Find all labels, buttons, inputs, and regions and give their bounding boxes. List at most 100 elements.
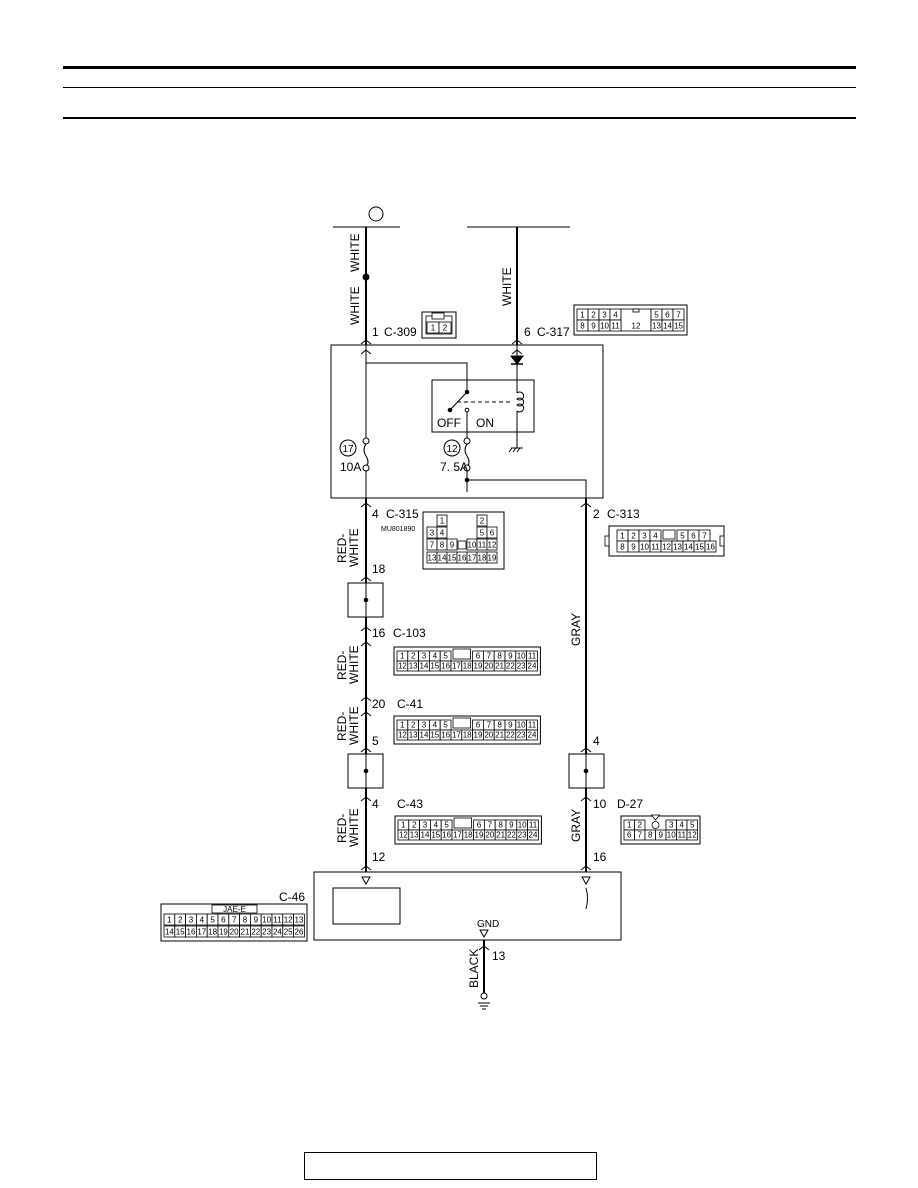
relay-coil — [516, 391, 525, 413]
c46-pin-16: 16 — [187, 928, 196, 937]
fuse-17-badge — [339, 439, 357, 457]
c317-pin-13: 13 — [652, 322, 661, 331]
d27-pin-11: 11 — [678, 831, 687, 840]
c315-pin-5: 5 — [480, 529, 485, 538]
c103-pin-14: 14 — [420, 662, 429, 671]
c103-pin-8: 8 — [497, 652, 502, 661]
c43-pin-20: 20 — [485, 831, 494, 840]
ecu-gnd-label: GND — [477, 919, 499, 930]
d27-pin-10: 10 — [667, 831, 676, 840]
c41-pin-4: 4 — [433, 721, 438, 730]
c313-pin-8: 8 — [620, 543, 625, 552]
c317-pin: 6 — [524, 325, 531, 339]
wire-label-redwhite-1a: RED- — [335, 534, 349, 563]
c41-pin-19: 19 — [474, 731, 483, 740]
c46-pin-18: 18 — [208, 928, 217, 937]
c317-name: C-317 — [537, 325, 570, 339]
ignition-source-circle — [368, 206, 384, 222]
c46-pin-11: 11 — [273, 916, 282, 925]
c313-name: C-313 — [607, 507, 640, 521]
c103-pin-3: 3 — [422, 652, 427, 661]
c41-pin-9: 9 — [508, 721, 513, 730]
c46-pin-4: 4 — [200, 916, 205, 925]
c313-pin-14: 14 — [684, 543, 693, 552]
c46-pin-25: 25 — [284, 928, 293, 937]
c317-pin-4: 4 — [613, 311, 618, 320]
c41-pin-14: 14 — [420, 731, 429, 740]
c315-pin-3: 3 — [430, 529, 435, 538]
c41-pin-2: 2 — [411, 721, 416, 730]
connector-break-mark — [360, 502, 372, 508]
connector-break-mark — [360, 626, 372, 632]
d27-pin-6: 6 — [627, 831, 632, 840]
connector-break-mark — [580, 502, 592, 508]
c103-pin-9: 9 — [508, 652, 513, 661]
fuse-17 — [363, 443, 369, 469]
c46-pin-9: 9 — [254, 916, 259, 925]
c46-pin-26: 26 — [295, 928, 304, 937]
d27-pin: 10 — [593, 797, 607, 811]
fuse-17-terminal-top — [362, 437, 370, 445]
c41-pin-15: 15 — [430, 731, 439, 740]
c41-pin-7: 7 — [487, 721, 492, 730]
header-rule-bottom — [63, 117, 856, 119]
c313-pin-2: 2 — [631, 532, 636, 541]
connector-break-mark — [580, 865, 592, 871]
c315-pin-11: 11 — [478, 541, 487, 550]
d27-pin-1: 1 — [627, 821, 632, 830]
c309-pin-1: 1 — [431, 324, 436, 333]
c46-pin-20: 20 — [230, 928, 239, 937]
c309-name: C-309 — [384, 325, 417, 339]
connector-break-mark — [360, 711, 372, 717]
d27-pin-2: 2 — [638, 821, 643, 830]
d27-pin-3: 3 — [669, 821, 674, 830]
c46-pin-6: 6 — [221, 916, 226, 925]
c41-pin-10: 10 — [517, 721, 526, 730]
c41-pin-11: 11 — [528, 721, 537, 730]
c313-pin-4: 4 — [653, 532, 658, 541]
c313-pin: 2 — [593, 507, 600, 521]
c313-pin-3: 3 — [642, 532, 647, 541]
c41-pin-20: 20 — [484, 731, 493, 740]
c313-pin-7: 7 — [702, 532, 707, 541]
connector-break-mark — [360, 696, 372, 702]
c41-pin-21: 21 — [495, 731, 504, 740]
c46-pin-10: 10 — [262, 916, 271, 925]
ground-pin: 13 — [492, 949, 506, 963]
c46-pin-19: 19 — [219, 928, 228, 937]
c103-pin-23: 23 — [517, 662, 526, 671]
connector-break-mark — [580, 796, 592, 802]
c313-pin-1: 1 — [620, 532, 625, 541]
c315-pin-16: 16 — [458, 554, 467, 563]
c315-pin-9: 9 — [450, 541, 455, 550]
junction-block — [330, 344, 604, 499]
c41-pin-1: 1 — [400, 721, 405, 730]
c46-pin-13: 13 — [295, 916, 304, 925]
fuse-12-number: 12 — [446, 444, 458, 455]
c46-pin-23: 23 — [262, 928, 271, 937]
c313-pin-16: 16 — [706, 543, 715, 552]
diode-icon — [510, 355, 524, 365]
d27-pin-7: 7 — [638, 831, 643, 840]
c315-pin-1: 1 — [440, 517, 445, 526]
switch-on-label: ON — [476, 416, 494, 430]
c43-pin-10: 10 — [518, 821, 527, 830]
fuse-17-number: 17 — [342, 444, 354, 455]
c103-pin-4: 4 — [433, 652, 438, 661]
c103-pin-15: 15 — [430, 662, 439, 671]
ecu-left-pin: 12 — [372, 850, 386, 864]
c103-name: C-103 — [393, 626, 426, 640]
wire-label-white-2: WHITE — [348, 286, 362, 325]
c46-name: C-46 — [279, 890, 305, 904]
c315-pin: 4 — [372, 507, 379, 521]
wire-label-redwhite-2b: WHITE — [347, 645, 361, 684]
c103-pin-5: 5 — [443, 652, 448, 661]
connector-break-mark — [360, 339, 372, 345]
c103-pin-24: 24 — [528, 662, 537, 671]
c103-pin-20: 20 — [484, 662, 493, 671]
c43-pin-21: 21 — [496, 831, 505, 840]
c103-pin-6: 6 — [476, 652, 481, 661]
